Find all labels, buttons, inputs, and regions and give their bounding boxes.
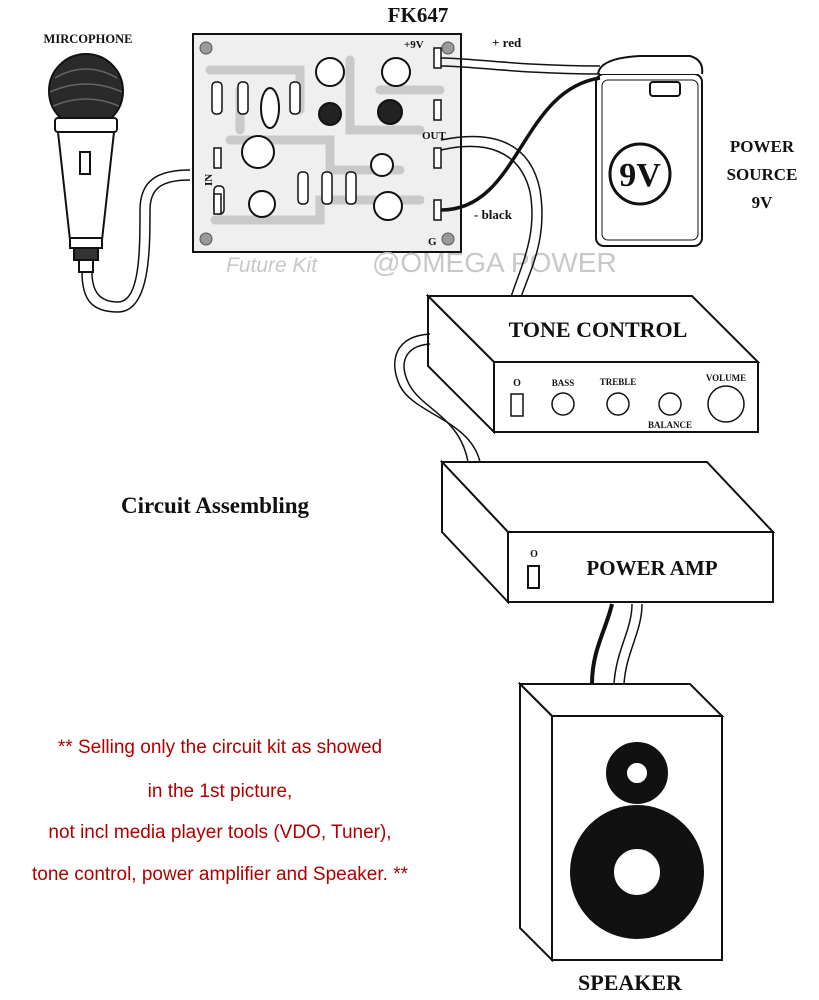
amp-to-speaker-white-wire [613,603,643,685]
power-source-line3: 9V [752,193,774,212]
mounting-holes [199,41,455,246]
tone-switch-label: O [513,378,521,389]
tone-power-switch-icon [510,393,524,417]
tone-control-box [425,293,761,435]
terminal-posts [213,47,442,221]
balance-label: BALANCE [648,420,692,430]
ground-label: G [428,236,437,248]
treble-label: TREBLE [600,377,637,387]
battery-face-label: 9V [619,157,661,194]
bass-label: BASS [552,378,575,388]
speaker-icon [517,681,725,963]
battery-9v-icon [595,55,704,247]
out-label: OUT [422,130,447,142]
volume-label: VOLUME [706,373,746,383]
watermark-omega-power: @OMEGA POWER [372,247,617,278]
pcb-board: +9V OUT G IN [192,33,462,253]
amp-switch-label: O [530,549,538,560]
note-line-3: not incl media player tools (VDO, Tuner)… [48,822,392,843]
pcb-traces [205,55,445,225]
amp-power-switch-icon [527,565,540,589]
note-line-2: in the 1st picture, [147,781,293,802]
output-cable [440,135,543,301]
speaker-label: SPEAKER [578,970,683,995]
battery-red-wire [440,57,601,75]
resistors [211,81,357,215]
red-wire-label: + red [492,35,522,50]
tone-to-amp-cable [394,333,481,463]
note-line-4: tone control, power amplifier and Speake… [32,864,408,885]
tone-control-title: TONE CONTROL [509,317,688,342]
power-amp-title: POWER AMP [586,556,717,580]
black-wire-label: - black [474,207,513,222]
capacitors [241,57,411,221]
power-source-line2: SOURCE [727,165,798,184]
volume-knob-icon [707,385,745,423]
plus-9v-label: +9V [404,39,424,51]
power-amp-box [439,459,776,605]
power-source-line1: POWER [730,137,795,156]
watermark-future-kit: Future Kit [226,254,318,277]
bass-knob-icon [551,392,575,416]
tone-control-knobs [510,385,745,423]
kit-title: FK647 [388,3,449,27]
microphone-icon [48,53,124,273]
microphone-cable [81,169,191,313]
treble-knob-icon [606,392,630,416]
section-label: Circuit Assembling [121,493,310,518]
amp-to-speaker-black-wire [590,603,614,685]
note-line-1: ** Selling only the circuit kit as showe… [57,737,383,758]
balance-knob-icon [658,392,682,416]
microphone-label: MIRCOPHONE [44,32,133,46]
battery-black-wire [440,76,601,212]
in-label: IN [203,174,215,186]
